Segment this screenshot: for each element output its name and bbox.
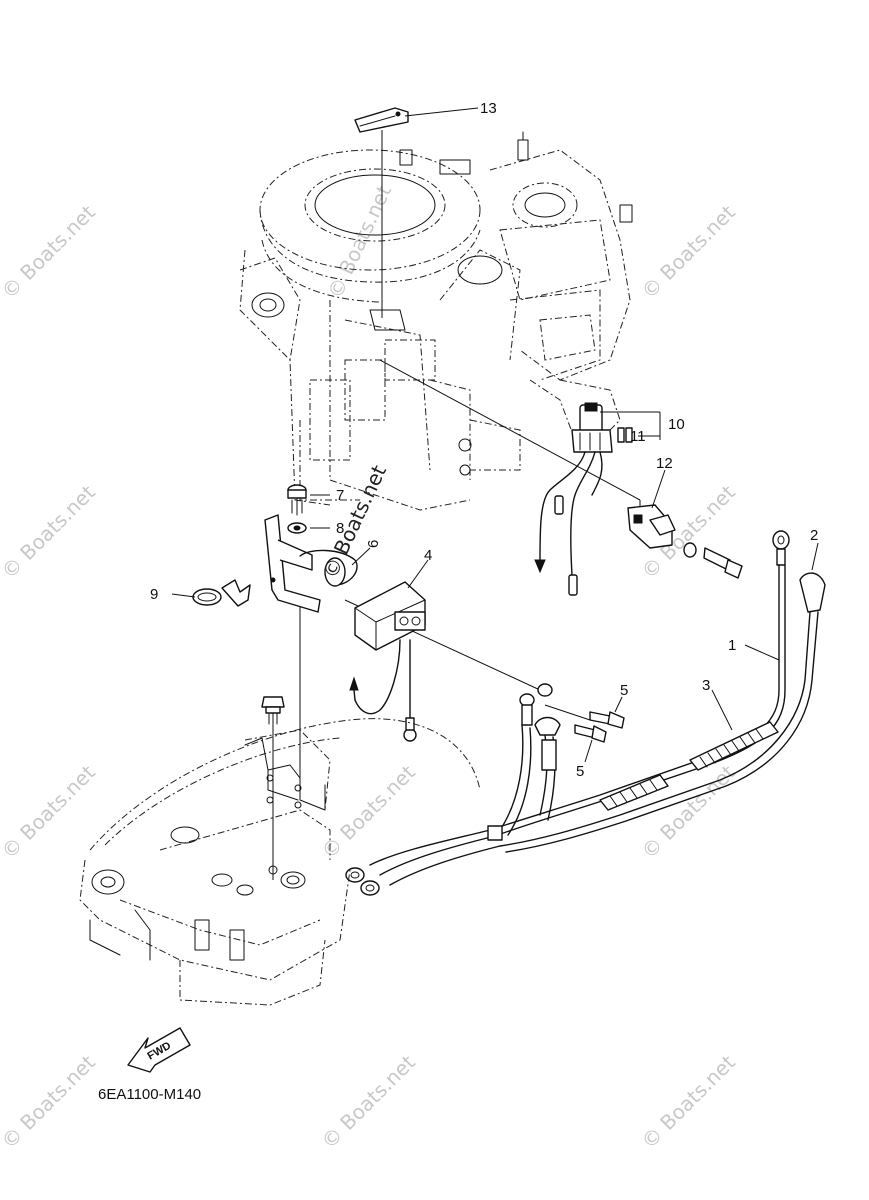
battery-cables — [345, 530, 826, 896]
watermark-text: © Boats.net — [317, 1050, 420, 1153]
callout-3: 3 — [702, 677, 710, 694]
watermark-text: © Boats.net — [323, 181, 396, 302]
forward-direction-arrow: FWD — [127, 1027, 191, 1073]
mounting-bracket-plate — [264, 514, 321, 613]
callout-10: 10 — [668, 416, 685, 433]
part-13-clip — [354, 107, 409, 133]
watermark-text: © Boats.net — [637, 1050, 740, 1153]
part-7-bolt — [287, 484, 307, 516]
watermark-text: © Boats.net — [317, 760, 420, 863]
part-8-washer — [287, 522, 307, 534]
part-5-bolt-lower — [574, 724, 607, 743]
part-12-bracket — [627, 504, 743, 579]
watermark-text: © Boats.net — [0, 1050, 100, 1153]
watermark-text: © Boats.net — [0, 480, 100, 583]
bottom-cowling-outline — [79, 718, 481, 1006]
callout-5-lower: 5 — [576, 763, 584, 780]
callout-6: 6 — [365, 540, 382, 548]
diagram-reference-code: 6EA1100-M140 — [98, 1086, 201, 1103]
callout-1: 1 — [728, 637, 736, 654]
watermark-text-center: © Boats.net — [318, 461, 391, 582]
watermark-text: © Boats.net — [0, 760, 100, 863]
callout-9: 9 — [150, 586, 158, 603]
part-10-connector — [534, 402, 633, 596]
callout-leaders — [171, 107, 819, 763]
part-9-clip-ring — [192, 579, 251, 607]
part-4-rectifier — [349, 581, 426, 742]
engine-block-outline — [239, 131, 633, 511]
callout-5-upper: 5 — [620, 682, 628, 699]
watermark-text: © Boats.net — [0, 200, 100, 303]
callout-4: 4 — [424, 547, 432, 564]
watermark-layer: © Boats.net © Boats.net © Boats.net © Bo… — [0, 181, 740, 1153]
callout-8: 8 — [336, 520, 344, 537]
part-5-bolt-upper — [589, 711, 625, 729]
part-6-clamp — [299, 549, 358, 587]
callout-11: 11 — [630, 428, 646, 445]
callout-7: 7 — [336, 487, 344, 504]
watermark-text: © Boats.net — [637, 200, 740, 303]
callout-2: 2 — [810, 527, 818, 544]
lower-mount-bolt — [261, 696, 285, 726]
callout-13: 13 — [480, 100, 497, 117]
callout-12: 12 — [656, 455, 673, 472]
part-3-corrugated-tube — [599, 721, 779, 811]
callout-labels: 1 2 3 4 5 5 6 7 8 9 10 11 12 13 — [150, 100, 818, 780]
